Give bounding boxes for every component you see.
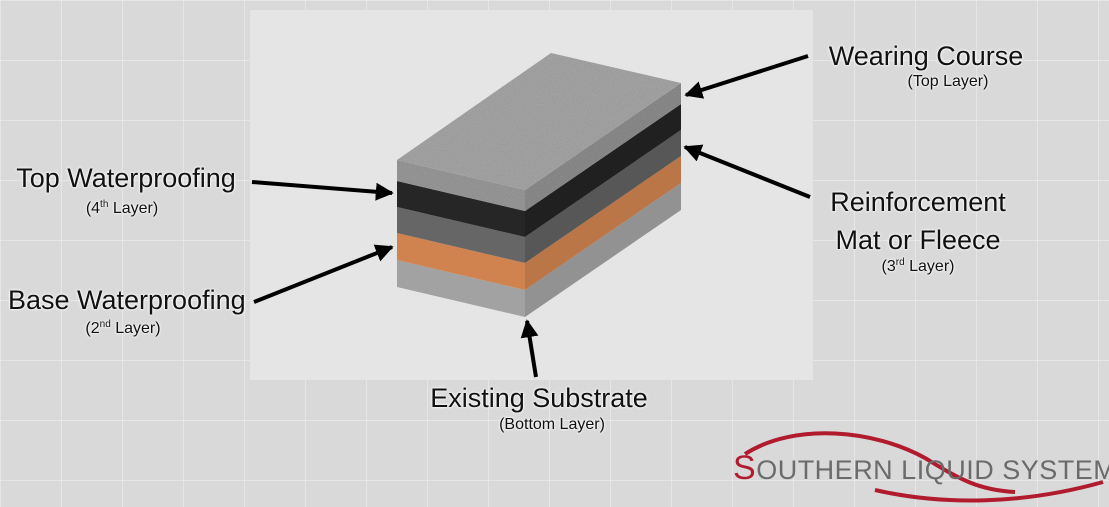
- wearing-course-title: Wearing Course: [828, 41, 1024, 71]
- reinforcement-title-line2: Mat or Fleece: [835, 225, 1001, 255]
- top-waterproofing-front: [397, 181, 525, 237]
- base-waterproofing-title: Base Waterproofing: [8, 285, 246, 315]
- existing-substrate-sub: (Bottom Layer): [499, 416, 605, 433]
- top-waterproofing-title: Top Waterproofing: [16, 163, 236, 193]
- substrate-front: [397, 260, 525, 317]
- existing-substrate-title: Existing Substrate: [430, 383, 648, 413]
- logo-swoosh: [743, 431, 1104, 503]
- arrow-reinforcement: [683, 144, 811, 199]
- top-waterproofing-sub: (4th Layer): [85, 199, 159, 218]
- substrate-side: [525, 183, 681, 317]
- reinforcement-front: [397, 207, 525, 263]
- base-waterproofing-side: [525, 156, 681, 290]
- wearing-course-front: [397, 160, 525, 211]
- reinforcement-title-line1: Reinforcement: [830, 187, 1006, 217]
- arrow-substrate: [520, 319, 539, 378]
- arrow-wearing-course: [684, 54, 809, 99]
- arrow-base-waterproofing: [253, 244, 394, 304]
- top-waterproofing-side: [525, 104, 681, 237]
- label-base-waterproofing: Base Waterproofing (2nd Layer): [8, 284, 246, 339]
- wearing-course-top: [397, 53, 681, 190]
- label-top-waterproofing: Top Waterproofing (4th Layer): [14, 162, 238, 219]
- reinforcement-sub: (3rd Layer): [881, 257, 955, 276]
- logo-text: SOUTHERN LIQUID SYSTEMS: [733, 449, 1109, 487]
- arrow-top-waterproofing: [251, 180, 394, 201]
- label-reinforcement: Reinforcement Mat or Fleece (3rd Layer): [814, 186, 1022, 277]
- base-waterproofing-sub: (2nd Layer): [85, 319, 161, 338]
- reinforcement-side: [525, 130, 681, 263]
- wearing-course-side: [525, 83, 681, 211]
- southern-liquid-systems-logo: SOUTHERN LIQUID SYSTEMS: [725, 428, 1109, 507]
- label-wearing-course: Wearing Course (Top Layer): [818, 40, 1034, 92]
- wearing-course-sub: (Top Layer): [907, 73, 989, 90]
- label-existing-substrate: Existing Substrate (Bottom Layer): [418, 382, 660, 435]
- base-waterproofing-front: [397, 233, 525, 290]
